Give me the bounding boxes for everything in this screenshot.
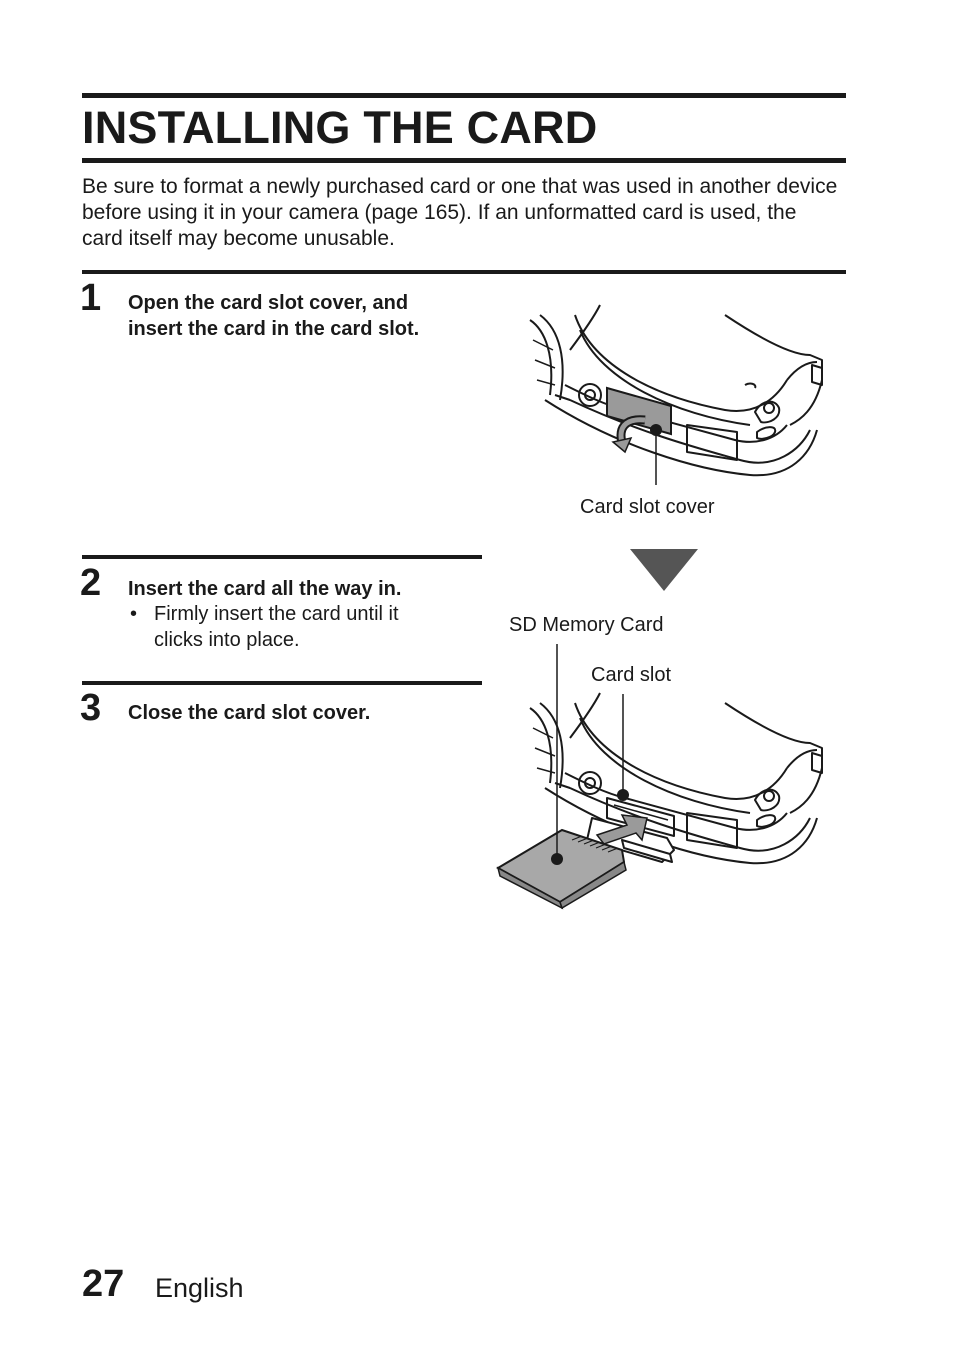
step-1-text: Open the card slot cover, and insert the…	[128, 290, 419, 342]
camera-open-cover-illustration	[529, 304, 823, 485]
step-2-bullet: • Firmly insert the card until it clicks…	[128, 601, 399, 653]
label-card-slot-cover: Card slot cover	[580, 496, 715, 518]
step-3-text: Close the card slot cover.	[128, 702, 371, 724]
step-2-rule	[82, 555, 482, 559]
step-2-number: 2	[80, 562, 102, 604]
title-underline	[82, 158, 846, 163]
step-2-text: Insert the card all the way in.	[128, 578, 402, 600]
language-label: English	[155, 1273, 244, 1303]
page-number: 27	[82, 1263, 125, 1305]
step-2-bullet-line-2: clicks into place.	[154, 629, 300, 651]
step-3-rule	[82, 681, 482, 685]
step-1-line-1: Open the card slot cover, and	[128, 292, 409, 314]
step-2-bullet-line-1: Firmly insert the card until it	[154, 603, 399, 625]
intro-paragraph: Be sure to format a newly purchased card…	[82, 175, 838, 250]
label-sd-memory-card: SD Memory Card	[509, 614, 664, 636]
top-rule	[82, 93, 846, 98]
down-triangle-icon	[630, 549, 698, 591]
bullet-dot: •	[130, 603, 138, 625]
step-1-rule	[82, 270, 846, 274]
step-3-number: 3	[80, 687, 102, 729]
step-1-number: 1	[80, 277, 102, 319]
page-title: INSTALLING THE CARD	[82, 102, 598, 153]
label-card-slot: Card slot	[591, 664, 672, 686]
step-1-line-2: insert the card in the card slot.	[128, 318, 420, 340]
camera-insert-card-illustration	[495, 644, 823, 910]
